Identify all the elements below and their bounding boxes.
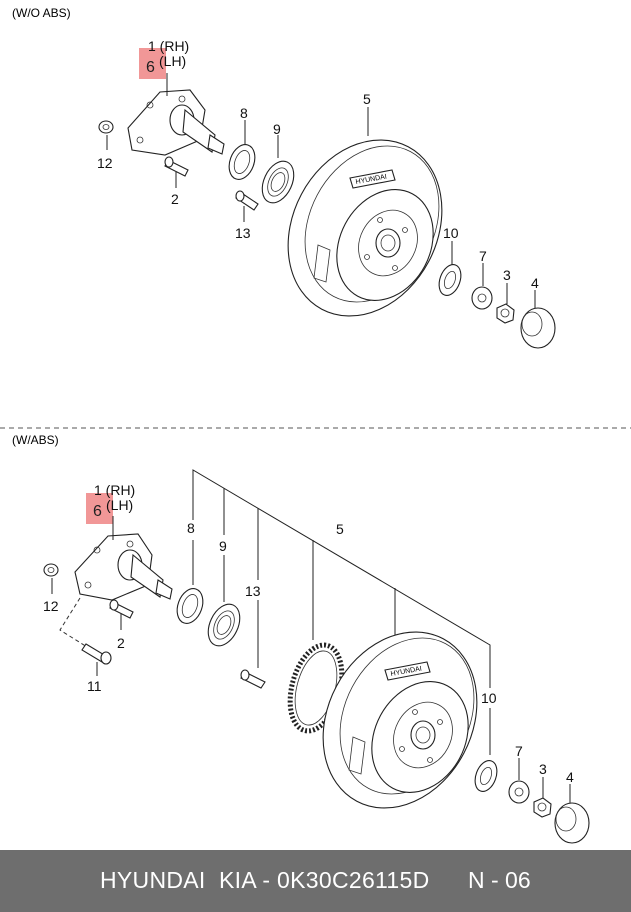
brake-drum-5-bottom: HYUNDAI — [322, 631, 478, 809]
label-part-1-bottom: 1 (RH) — [94, 482, 135, 498]
label-part-5-top: 5 — [363, 91, 371, 107]
section-title-with-abs: (W/ABS) — [12, 433, 59, 447]
label-part-7-bottom: 7 — [515, 743, 523, 759]
bolt-11-bottom — [81, 643, 112, 665]
washer-7-bottom — [508, 780, 530, 804]
cap-4-top — [520, 307, 556, 349]
label-part-11-bottom: 11 — [87, 678, 102, 694]
bolt-13-bottom — [240, 669, 266, 689]
brake-drum-5-top: HYUNDAI — [287, 139, 443, 317]
bolt-2-top — [164, 156, 189, 177]
label-part-6-top: 6 — [146, 59, 155, 76]
nut-12-top — [98, 120, 114, 134]
label-part-4-top: 4 — [531, 275, 539, 291]
spindle-knuckle-top — [127, 89, 225, 156]
label-part-13-top: 13 — [235, 225, 251, 241]
label-part-8-bottom: 8 — [187, 520, 195, 536]
nut-12-bottom — [43, 563, 59, 577]
label-part-4-bottom: 4 — [566, 769, 574, 785]
bolt-13-top — [235, 190, 259, 211]
seal-8-top — [228, 144, 256, 180]
bearing-10-top — [438, 264, 462, 296]
washer-7-top — [471, 286, 493, 310]
label-part-6-bottom: 6 — [93, 503, 102, 520]
highlight-part-6-top — [139, 48, 166, 79]
top-assembly: HYUNDAI — [97, 38, 556, 349]
label-part-5-bottom: 5 — [336, 521, 344, 537]
spindle-knuckle-bottom — [74, 533, 173, 601]
label-part-7-top: 7 — [479, 248, 487, 264]
section-title-without-abs: (W/O ABS) — [12, 6, 71, 20]
label-part-3-top: 3 — [503, 267, 511, 283]
nut-3-top — [496, 303, 515, 324]
footer-page-number: N - 06 — [468, 867, 531, 893]
bolt-2-bottom — [109, 599, 134, 619]
label-part-8-top: 8 — [240, 105, 248, 121]
footer-part-code: HYUNDAI KIA - 0K30C26115D — [100, 867, 430, 893]
exploded-parts-diagram: HYUNDAI — [0, 38, 631, 844]
label-part-10-bottom: 10 — [481, 690, 497, 706]
label-part-12-bottom: 12 — [43, 598, 59, 614]
bottom-assembly: HYUNDAI 1 (RH) 6 (LH) 8 9 5 — [43, 469, 590, 844]
seal-8-bottom — [176, 588, 204, 624]
label-lh-bottom: (LH) — [106, 497, 133, 513]
label-part-3-bottom: 3 — [539, 761, 547, 777]
label-part-2-top: 2 — [171, 191, 179, 207]
label-part-2-bottom: 2 — [117, 635, 125, 651]
label-part-1-top: 1 (RH) — [148, 38, 189, 54]
label-part-12-top: 12 — [97, 155, 113, 171]
bearing-9-top — [261, 160, 295, 204]
nut-3-bottom — [533, 797, 552, 818]
highlight-part-6-bottom — [86, 493, 113, 524]
bearing-10-bottom — [474, 760, 498, 792]
cap-4-bottom — [554, 802, 590, 844]
label-part-9-bottom: 9 — [219, 538, 227, 554]
footer-bar: HYUNDAI KIA - 0K30C26115D N - 06 — [0, 850, 631, 912]
label-part-9-top: 9 — [273, 121, 281, 137]
bearing-9-bottom — [207, 603, 241, 647]
label-lh-top: (LH) — [159, 53, 186, 69]
label-part-13-bottom: 13 — [245, 583, 261, 599]
label-part-10-top: 10 — [443, 225, 459, 241]
